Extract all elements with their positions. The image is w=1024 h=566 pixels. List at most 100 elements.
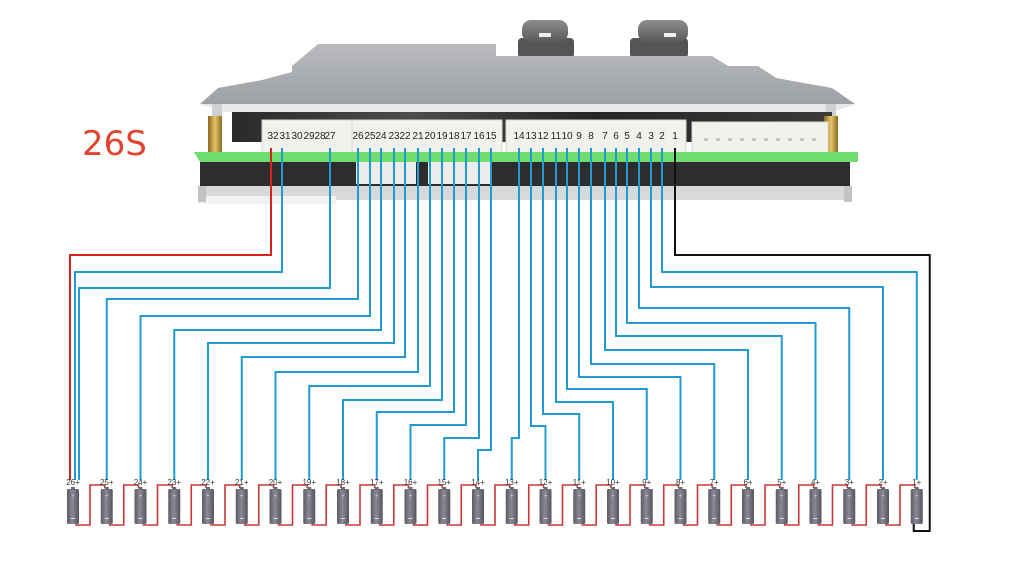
series-link [311, 484, 342, 526]
svg-text:+: + [172, 494, 176, 500]
pin-label-17: 17 [460, 131, 472, 142]
cell-label: 2+ [878, 478, 887, 487]
pin-label-16: 16 [473, 131, 485, 142]
bms-board [194, 20, 858, 204]
sense-wire-31 [74, 148, 283, 480]
cell-label: 22+ [201, 478, 215, 487]
cell-label: 10+ [606, 478, 620, 487]
series-link [581, 484, 612, 526]
battery-cell: + [67, 487, 79, 524]
sense-wire-10 [566, 148, 648, 480]
battery-cell: + [877, 487, 889, 524]
pin-label-31: 31 [279, 131, 291, 142]
pin-label-3: 3 [648, 131, 654, 142]
battery-cell: + [539, 487, 552, 524]
svg-text:+: + [577, 494, 581, 500]
aux-pin-slot [812, 138, 816, 141]
sense-wire-8 [590, 148, 716, 480]
cell-label: 14+ [471, 478, 485, 487]
sense-wire-6 [615, 148, 783, 480]
series-link [378, 484, 410, 526]
cell-label: 12+ [539, 478, 553, 487]
pin-label-25: 25 [364, 131, 376, 142]
series-link [783, 484, 815, 526]
svg-text:+: + [645, 494, 649, 500]
battery-cell: + [202, 487, 214, 524]
svg-text:+: + [341, 494, 345, 500]
svg-text:+: + [105, 494, 109, 500]
sense-wire-11 [555, 148, 614, 480]
series-link [210, 484, 241, 526]
aux-pin-slot [800, 138, 804, 141]
series-link [75, 484, 106, 526]
series-link [648, 484, 680, 526]
series-link [851, 484, 882, 526]
pin-label-22: 22 [399, 131, 411, 142]
battery-cell: + [472, 487, 484, 524]
series-link [412, 484, 444, 526]
b-plus-wire [69, 148, 272, 480]
battery-cell: + [809, 487, 822, 524]
sense-wire-12 [542, 148, 581, 480]
battery-cell: + [168, 487, 181, 524]
series-link [446, 484, 477, 526]
sense-wire-5 [626, 148, 817, 480]
battery-cell: + [505, 487, 518, 524]
sense-wire-4 [638, 148, 851, 480]
battery-cell: + [235, 487, 248, 524]
cell-label: 19+ [302, 478, 316, 487]
pin-label-20: 20 [424, 131, 436, 142]
svg-text:+: + [712, 494, 716, 500]
svg-text:+: + [139, 494, 143, 500]
inductor-right [630, 20, 688, 58]
pin-label-26: 26 [352, 131, 364, 142]
battery-cell: + [775, 487, 788, 524]
sense-wire-23 [207, 148, 395, 480]
battery-cell: + [303, 487, 316, 524]
pin-label-5: 5 [624, 131, 630, 142]
pin-label-32: 32 [267, 131, 279, 142]
svg-text:+: + [375, 494, 379, 500]
svg-text:+: + [240, 494, 244, 500]
pin-label-29: 29 [303, 131, 315, 142]
battery-cell: + [134, 487, 147, 524]
svg-text:+: + [847, 494, 851, 500]
series-link [176, 484, 207, 526]
series-link [277, 484, 309, 526]
svg-text:+: + [206, 494, 210, 500]
cell-label: 25+ [100, 478, 114, 487]
svg-text:+: + [409, 494, 413, 500]
pin-label-21: 21 [412, 131, 424, 142]
series-link [513, 484, 545, 526]
svg-text:+: + [544, 494, 548, 500]
bottom-metal-plate [198, 186, 852, 200]
sense-wire-24 [173, 148, 382, 480]
sense-wire-27 [78, 148, 331, 480]
pin-label-7: 7 [602, 131, 608, 142]
svg-text:+: + [881, 494, 885, 500]
cell-label: 9+ [642, 478, 651, 487]
cell-label: 5+ [777, 478, 786, 487]
pin-label-18: 18 [448, 131, 460, 142]
cell-label: 3+ [845, 478, 854, 487]
sense-wire-2 [661, 148, 918, 480]
pin-label-12: 12 [537, 131, 549, 142]
battery-cell: + [742, 487, 754, 524]
pin-label-1: 1 [672, 131, 678, 142]
aux-pin-slot [704, 138, 708, 141]
cell-label: 15+ [437, 478, 451, 487]
cell-label: 18+ [336, 478, 350, 487]
battery-cell: + [370, 487, 383, 524]
sense-wire-20 [308, 148, 431, 480]
aux-pin-slot [716, 138, 720, 141]
pin-label-19: 19 [436, 131, 448, 142]
series-link [547, 484, 579, 526]
cell-label: 11+ [573, 478, 586, 487]
cell-label: 4+ [811, 478, 820, 487]
sense-wire-15 [477, 148, 492, 480]
svg-text:+: + [611, 494, 615, 500]
pin-label-23: 23 [388, 131, 400, 142]
pin-label-27: 27 [324, 131, 336, 142]
sense-wire-14 [510, 148, 520, 480]
